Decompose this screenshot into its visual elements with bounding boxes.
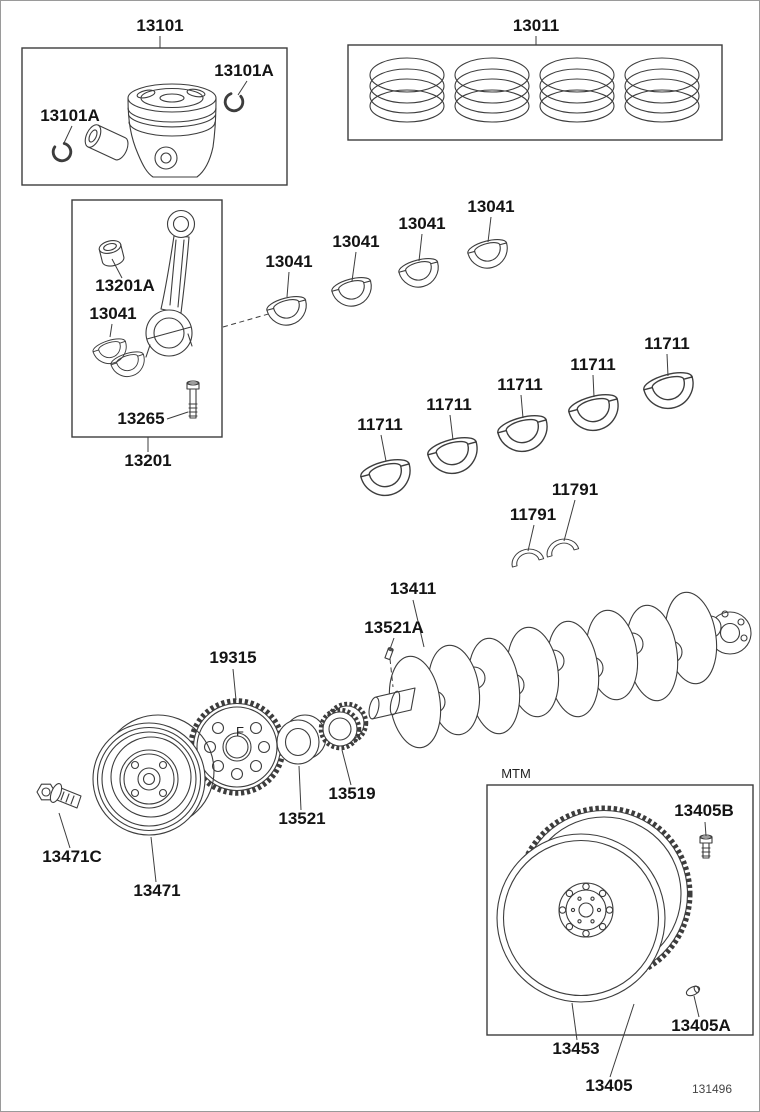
piston-drawing [127,83,217,178]
mtm-flywheel-box [486,784,754,1036]
label-rod-bearing-3: 13041 [398,214,445,233]
label-pulley-bolt: 13471C [42,847,102,866]
label-thrust-washer-1: 11791 [510,505,556,524]
rod-bearing-shell-box-2 [108,348,150,382]
label-flywheel-pin: 13405A [671,1016,731,1035]
snap-ring-left-drawing [49,140,75,165]
label-sprocket: 13519 [328,784,375,803]
ring-set-4 [624,57,700,123]
flywheel-drawing [496,805,693,1003]
label-rod-bolt: 13265 [117,409,164,428]
ring-set-1 [369,57,445,123]
label-rod-bearing-4: 13041 [467,197,514,216]
rod-bearing-shell-2 [329,273,377,312]
label-rod-bearing-1: 13041 [265,252,312,271]
label-crankshaft: 13411 [390,579,436,598]
label-main-bearing-2: 11711 [426,395,471,414]
ring-set-3 [539,57,615,123]
main-bearing-shell-5 [640,367,700,415]
connecting-rod-drawing [145,209,196,358]
snap-ring-right-drawing [221,91,246,115]
rod-bearing-shell-1 [264,292,312,331]
label-main-bearing-1: 11711 [357,415,402,434]
label-flywheel: 13453 [552,1039,599,1058]
label-rod-bearing-box: 13041 [89,304,136,323]
label-piston-ring-set: 13011 [513,16,559,35]
main-bearing-shell-1 [357,454,417,502]
flywheel-bolt-drawing [699,834,713,859]
rod-bearing-shell-4 [465,235,513,274]
rod-bolt-drawing [186,380,200,419]
thrust-washer-1 [508,545,545,568]
label-crankshaft-key: 13521A [364,618,424,637]
main-bearing-shell-4 [565,389,625,437]
label-main-bearing-5: 11711 [644,334,689,353]
label-rod-bushing: 13201A [95,276,155,295]
crankshaft-drawing [368,591,752,749]
label-flywheel-bolt: 13405B [674,801,734,820]
label-mtm-tag: MTM [501,766,531,781]
label-main-bearing-3: 11711 [497,375,542,394]
label-piston-sub-assy: 13101 [136,16,183,35]
crankshaft-key-drawing [384,647,394,661]
piston-assembly-box [21,47,288,186]
rod-bearing-shell-3 [396,254,444,293]
label-timing-gear: 13521 [278,809,325,828]
label-pulley: 13471 [133,881,180,900]
flywheel-pin-drawing [685,985,701,997]
main-bearing-shell-2 [424,432,484,480]
sprocket-drawing [318,701,369,751]
timing-gear-drawing [276,714,327,765]
ring-set-2 [454,57,530,123]
main-bearing-shell-3 [494,410,554,458]
label-sensor-plate: 19315 [209,648,256,667]
piston-pin-drawing [84,124,129,161]
label-main-bearing-4: 11711 [570,355,615,374]
ring-set-box [347,44,723,141]
label-snap-ring-right: 13101A [214,61,274,80]
label-flywheel-assy: 13405 [585,1076,632,1095]
label-thrust-washer-2: 11791 [552,480,598,499]
front-mark-text: F [236,724,244,739]
connecting-rod-box [71,199,223,438]
pulley-bolt-drawing [36,783,82,809]
pulley-drawing [92,714,215,836]
label-connecting-rod: 13201 [124,451,171,470]
drawing-number: 131496 [692,1082,732,1096]
thrust-washer-2 [543,535,580,558]
rod-bushing-drawing [98,240,125,267]
leader-lines [58,36,707,1078]
part-number-labels: 13101 13101A 13101A 13011 13201A 13041 1… [40,16,734,1096]
label-snap-ring-left: 13101A [40,106,100,125]
label-rod-bearing-2: 13041 [332,232,379,251]
